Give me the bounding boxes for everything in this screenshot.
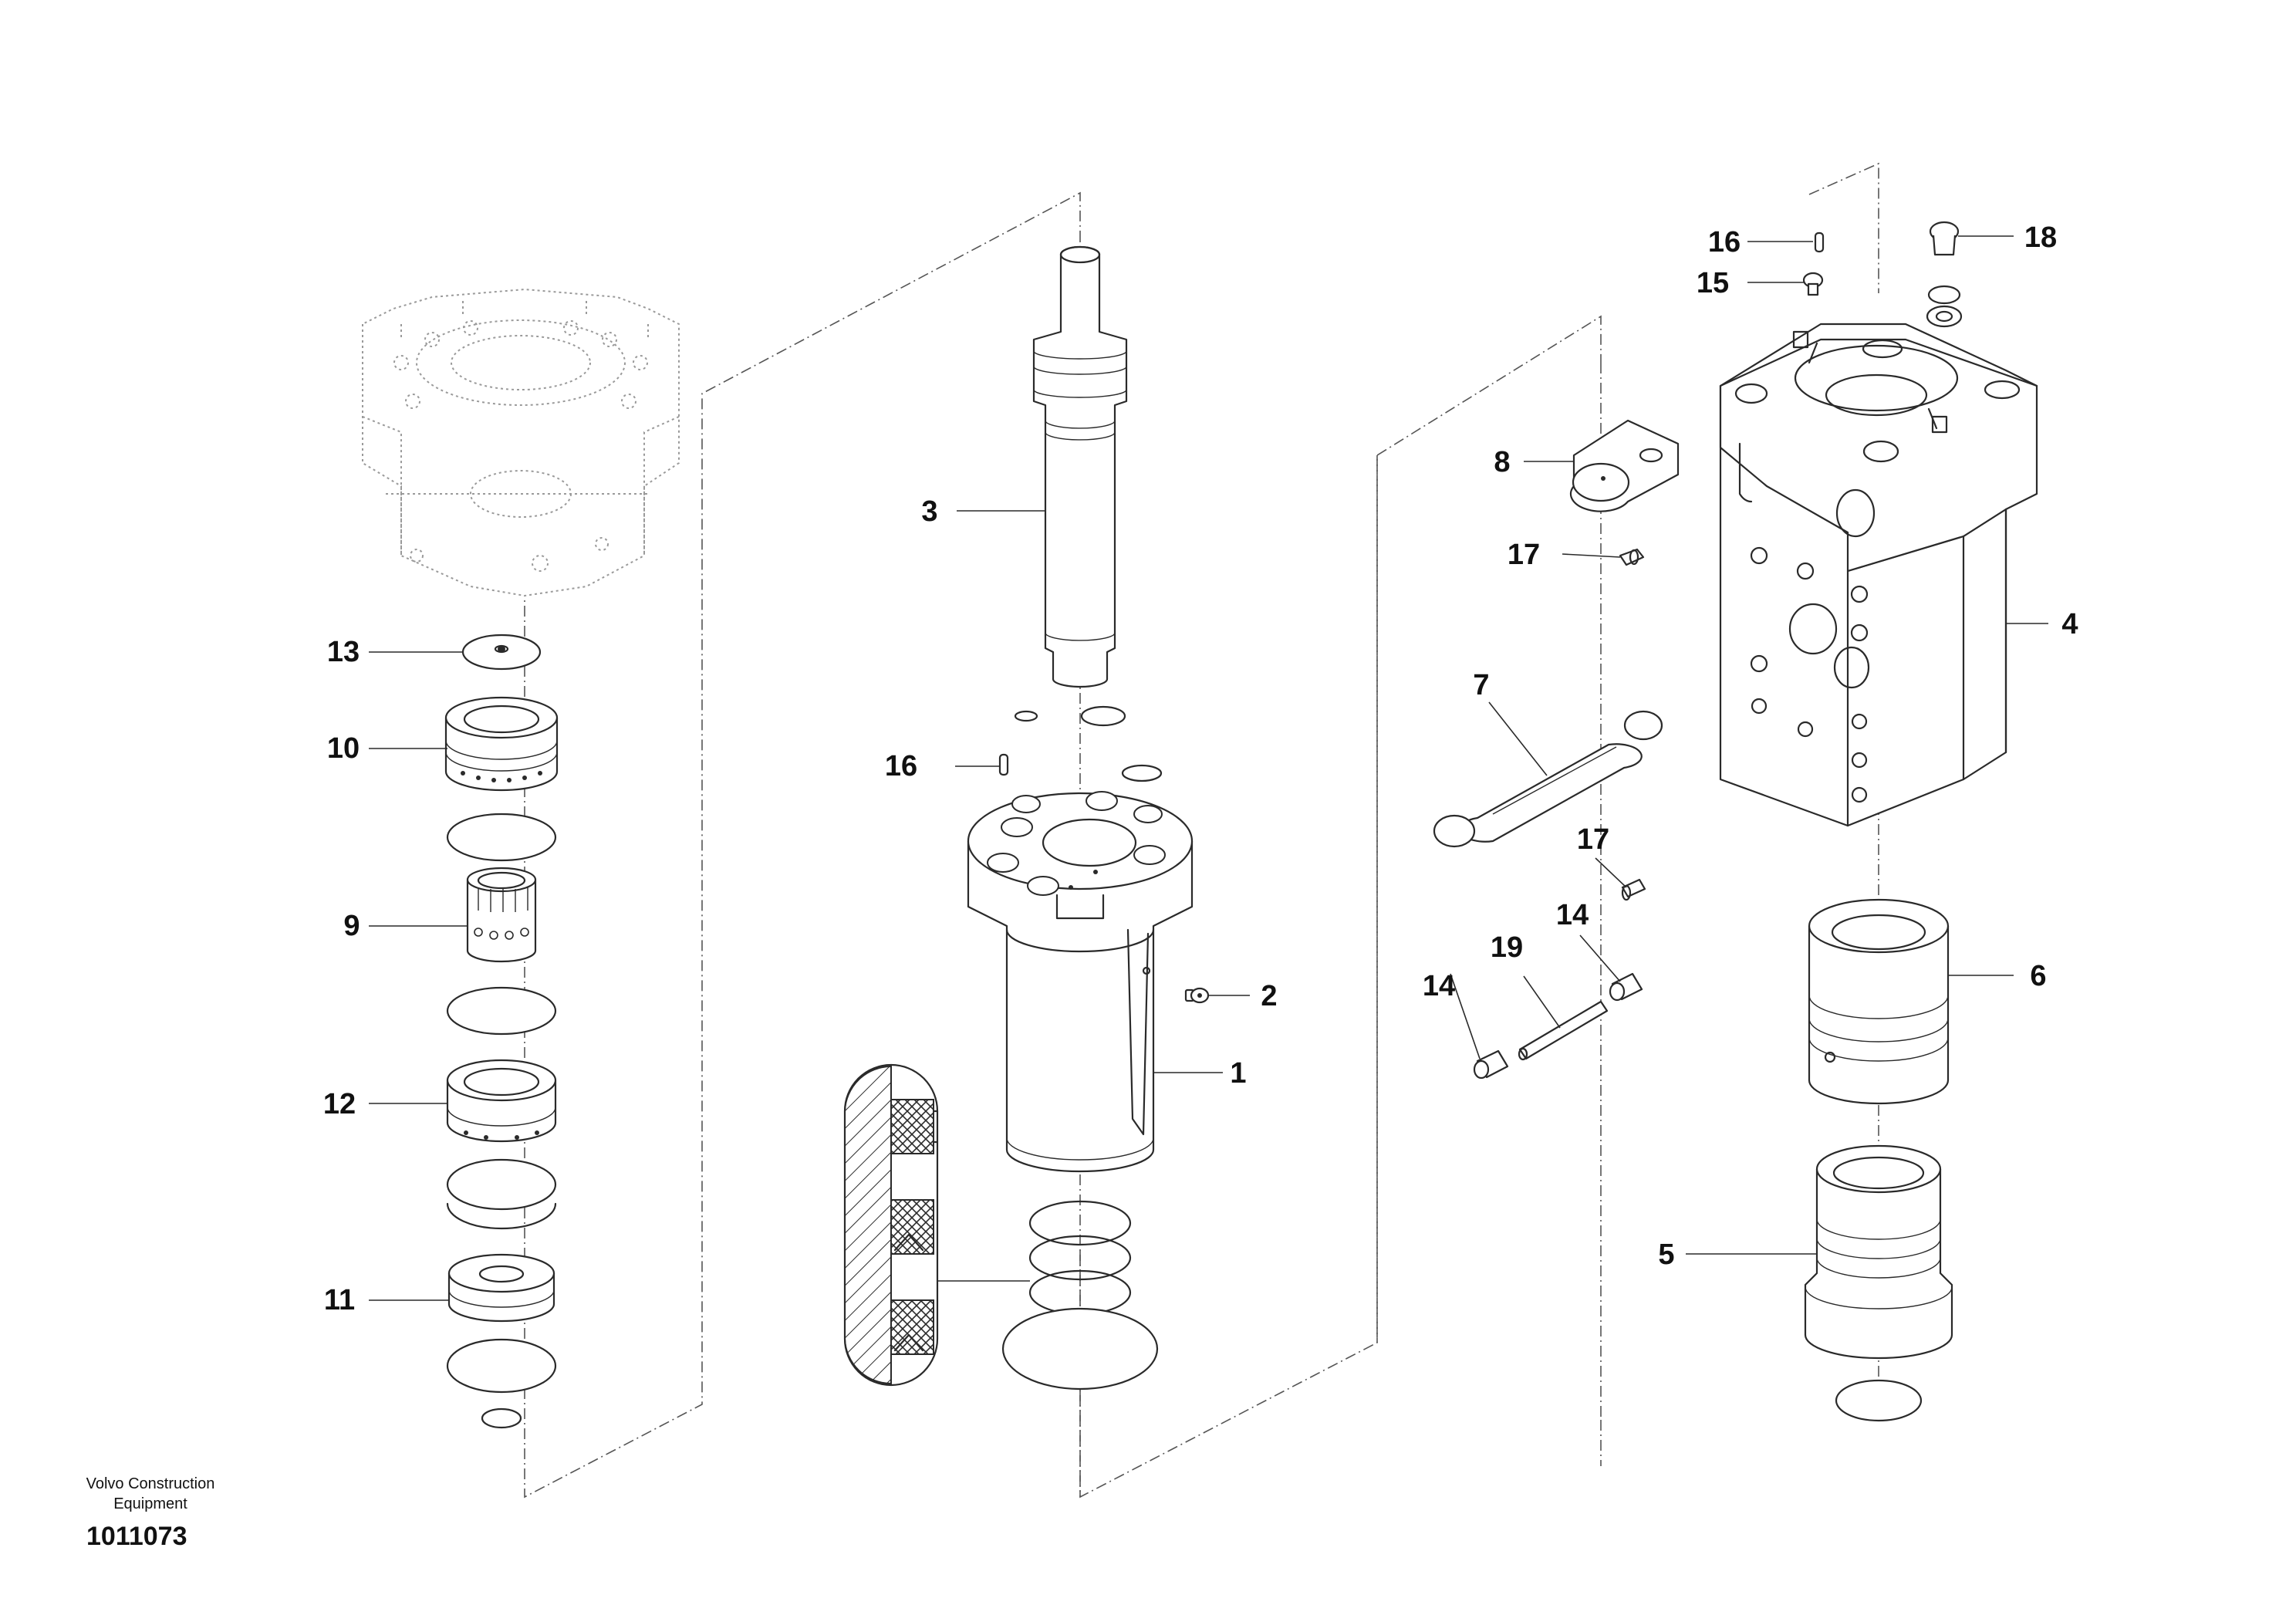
callout-13: 13 — [327, 636, 360, 668]
callout-18: 18 — [2024, 221, 2057, 254]
part-2-screw — [1184, 987, 1210, 1004]
callout-6: 6 — [2030, 960, 2046, 992]
company-line-1: Volvo Construction — [86, 1475, 215, 1492]
drawing-number: 1011073 — [86, 1522, 187, 1551]
part-5-sleeve — [1804, 1144, 1953, 1360]
part-14-plug-upper — [1609, 972, 1643, 1002]
part-17-fitting-upper — [1619, 548, 1645, 566]
company-line-2: Equipment — [113, 1495, 187, 1512]
part-18-plug — [1926, 221, 1963, 328]
callout-3: 3 — [921, 495, 937, 528]
callout-14-upper: 14 — [1556, 899, 1589, 931]
leader-lines — [369, 235, 2048, 1301]
part-13-thrust-plate — [461, 634, 542, 671]
callout-19: 19 — [1491, 931, 1523, 964]
callout-15: 15 — [1697, 267, 1729, 299]
callout-16-right: 16 — [1708, 226, 1741, 259]
callout-2: 2 — [1261, 980, 1277, 1012]
small-oring — [481, 1407, 522, 1429]
seal-ring-c — [446, 1158, 557, 1230]
part-19-pin — [1518, 1000, 1609, 1061]
callout-16-centre: 16 — [885, 750, 917, 782]
part-9-bushing — [466, 867, 537, 963]
part-10-bearing — [444, 696, 559, 792]
callout-17-lower: 17 — [1577, 823, 1609, 856]
seal-ring-d — [446, 1338, 557, 1394]
part-7-spool — [1433, 710, 1663, 848]
callout-4: 4 — [2061, 608, 2078, 640]
callout-12: 12 — [323, 1088, 356, 1120]
part-12-bearing — [446, 1059, 557, 1143]
callout-5: 5 — [1658, 1238, 1674, 1271]
part-14-plug-lower — [1473, 1049, 1509, 1080]
callout-11: 11 — [324, 1284, 355, 1316]
part-8-plug-nut — [1569, 419, 1680, 512]
part-1-cylinder-block — [967, 791, 1194, 1173]
assembly-center-lines — [524, 162, 1879, 1499]
ghost-housing — [362, 288, 680, 597]
seal-disc-small — [1121, 764, 1163, 782]
part-16-dowel-pin-centre — [998, 753, 1009, 776]
part-4-valve-housing — [1719, 323, 2038, 827]
part-17-fitting-lower — [1621, 878, 1646, 901]
part-11-bearing — [447, 1253, 555, 1323]
small-seal — [1014, 710, 1038, 722]
callout-10: 10 — [327, 732, 360, 765]
callout-17-upper: 17 — [1508, 539, 1540, 571]
callout-1: 1 — [1230, 1057, 1246, 1090]
callout-8: 8 — [1494, 446, 1510, 478]
company-name: Volvo Construction Equipment — [54, 1474, 247, 1514]
part-3-shaft — [1032, 245, 1128, 688]
seal-ring-b — [446, 986, 557, 1036]
detail-seal-cross-section — [843, 1063, 939, 1387]
seal-pack — [1001, 1200, 1159, 1391]
seal-ring-a — [446, 813, 557, 862]
callout-labels: 13 10 9 12 11 3 16 2 1 16 15 18 8 17 4 7… — [323, 221, 2078, 1316]
seal-ring-e — [1835, 1379, 1923, 1422]
seal-disc — [1080, 705, 1126, 727]
callout-14-lower: 14 — [1423, 970, 1455, 1002]
callout-9: 9 — [343, 910, 360, 942]
callout-7: 7 — [1473, 669, 1489, 701]
part-6-sleeve — [1808, 898, 1950, 1105]
part-15-screw — [1802, 272, 1824, 296]
part-16-dowel-pin-right — [1814, 231, 1825, 253]
